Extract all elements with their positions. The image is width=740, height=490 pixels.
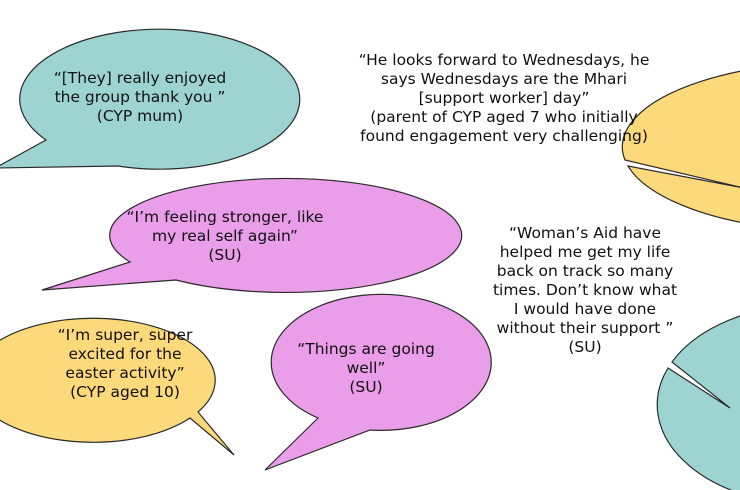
quote-5-line-3: easter activity”: [65, 364, 185, 382]
quote-2-attribution: found engagement very challenging): [360, 127, 648, 145]
speech-bubble-shape-2: [621, 70, 740, 223]
quote-6-line-2: well”: [346, 359, 386, 377]
quote-text-5: “I’m super, super excited for the easter…: [20, 326, 230, 402]
quote-4-line-4: times. Don’t know what: [492, 281, 678, 299]
quote-3-line-2: my real self again”: [152, 227, 298, 245]
quote-5-line-1: “I’m super, super: [57, 326, 193, 344]
quote-1-line-2: the group thank you ”: [54, 88, 226, 106]
quote-3-line-1: “I’m feeling stronger, like: [126, 208, 324, 226]
quote-4-line-6: without their support ”: [496, 319, 674, 337]
quote-text-2: “He looks forward to Wednesdays, he says…: [330, 51, 678, 146]
quote-6-line-1: “Things are going: [297, 340, 435, 358]
quote-4-line-1: “Woman’s Aid have: [509, 224, 661, 242]
quote-2-line-2: says Wednesdays are the Mhari: [380, 70, 628, 88]
quote-text-6: “Things are going well” (SU): [266, 340, 466, 397]
quote-5-attribution: (CYP aged 10): [70, 383, 180, 401]
quote-text-3: “I’m feeling stronger, like my real self…: [95, 208, 355, 265]
quote-4-attribution: (SU): [568, 338, 602, 356]
quote-6-attribution: (SU): [349, 378, 383, 396]
quote-5-line-2: excited for the: [68, 345, 182, 363]
speech-bubble-shape-1: [0, 28, 301, 170]
speech-bubble-shape-6: [264, 293, 492, 471]
quote-1-line-1: “[They] really enjoyed: [53, 69, 227, 87]
quote-1-attribution: (CYP mum): [96, 107, 184, 125]
quote-2-line-1: “He looks forward to Wednesdays, he: [358, 51, 650, 69]
quote-2-line-3: [support worker] day”: [418, 89, 590, 107]
quote-4-line-3: back on track so many: [496, 262, 674, 280]
quote-3-attribution: (SU): [208, 246, 242, 264]
speech-bubble-shape-5: [0, 317, 235, 456]
quote-4-line-5: I would have done: [513, 300, 657, 318]
speech-bubble-shape-3: [41, 177, 463, 294]
quote-text-1: “[They] really enjoyed the group thank y…: [25, 69, 255, 126]
quote-4-line-2: helped me get my life: [499, 243, 671, 261]
speech-bubble-shape-4: [656, 315, 740, 490]
quote-2-line-4: (parent of CYP aged 7 who initially: [370, 108, 638, 126]
quote-text-4: “Woman’s Aid have helped me get my life …: [470, 224, 700, 357]
